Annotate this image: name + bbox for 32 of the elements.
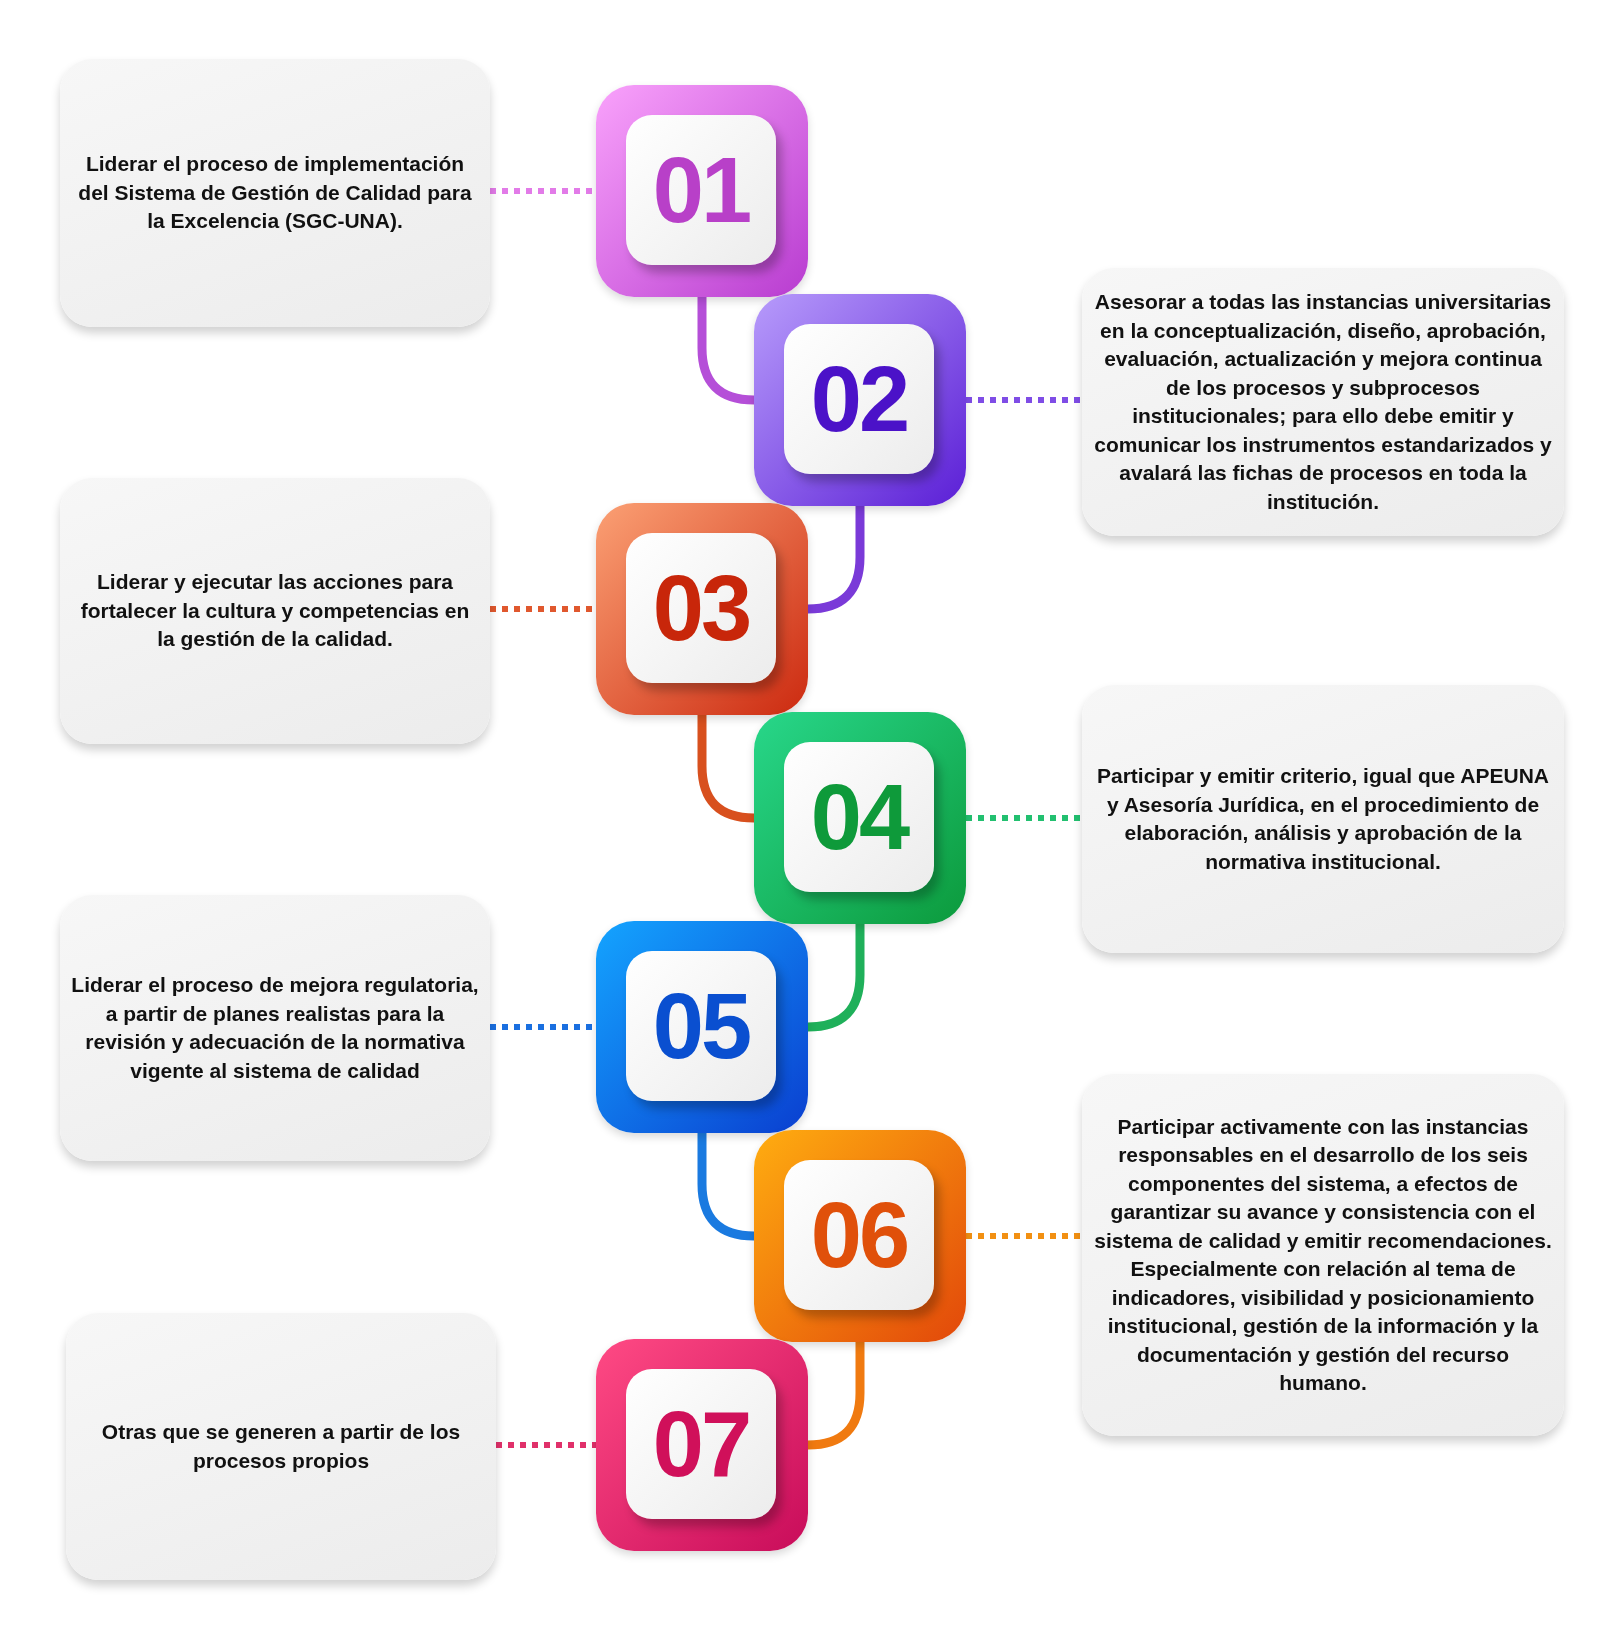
step-number: 05 — [626, 951, 776, 1101]
number-tile — [754, 712, 966, 924]
description-text: Participar y emitir criterio, igual que APEUNA y Asesoría Jurídica, en el procedimiento de elaboración, análisis y aprobación de la normativa institucional. — [1096, 763, 1550, 875]
number-tile — [754, 1130, 966, 1342]
number-tile — [596, 85, 808, 297]
description-card — [60, 478, 490, 744]
description-card — [60, 895, 490, 1161]
dotted-connector — [966, 397, 1082, 403]
description-card — [60, 59, 490, 327]
number-tile — [596, 921, 808, 1133]
step-number: 04 — [784, 742, 934, 892]
description-card — [1082, 685, 1564, 953]
step-number: 01 — [626, 115, 776, 265]
description-text: Liderar y ejecutar las acciones para fortalecer la cultura y competencias en la gestión de la calidad. — [79, 569, 471, 653]
description-text: Participar activamente con las instancias responsables en el desarrollo de los seis componentes del sistema, a efectos de garantizar su avance y consistencia con el sistema de calidad y emitir recomendaciones. Especialmente con relación al tema de indicadores, visibilidad y posicionamiento institucional, gestión de la información y la documentación y gestión del recurso humano. — [1093, 1113, 1553, 1396]
number-tile — [596, 503, 808, 715]
description-text: Otras que se generen a partir de los procesos propios — [100, 1419, 462, 1474]
description-card — [66, 1313, 496, 1580]
step-number: 02 — [784, 324, 934, 474]
step-number: 07 — [626, 1369, 776, 1519]
dotted-connector — [966, 815, 1082, 821]
description-text: Liderar el proceso de implementación del Sistema de Gestión de Calidad para la Excelencia (SGC-UNA). — [77, 151, 473, 235]
dotted-connector — [496, 1442, 596, 1448]
step-number: 03 — [626, 533, 776, 683]
dotted-connector — [966, 1233, 1082, 1239]
step-number: 06 — [784, 1160, 934, 1310]
description-text: Liderar el proceso de mejora regulatoria, a partir de planes realistas para la revisión y adecuación de la normativa vigente al sistema de calidad — [70, 972, 480, 1084]
description-card — [1082, 1074, 1564, 1436]
number-tile — [596, 1339, 808, 1551]
description-text: Asesorar a todas las instancias universitarias en la conceptualización, diseño, aprobación, evaluación, actualización y mejora continua de los procesos y subprocesos institucionales; para ello debe emitir y comunicar los instrumentos estandarizados y avalará las fichas de procesos en toda la institución. — [1093, 289, 1553, 515]
number-tile — [754, 294, 966, 506]
description-card — [1082, 268, 1564, 536]
